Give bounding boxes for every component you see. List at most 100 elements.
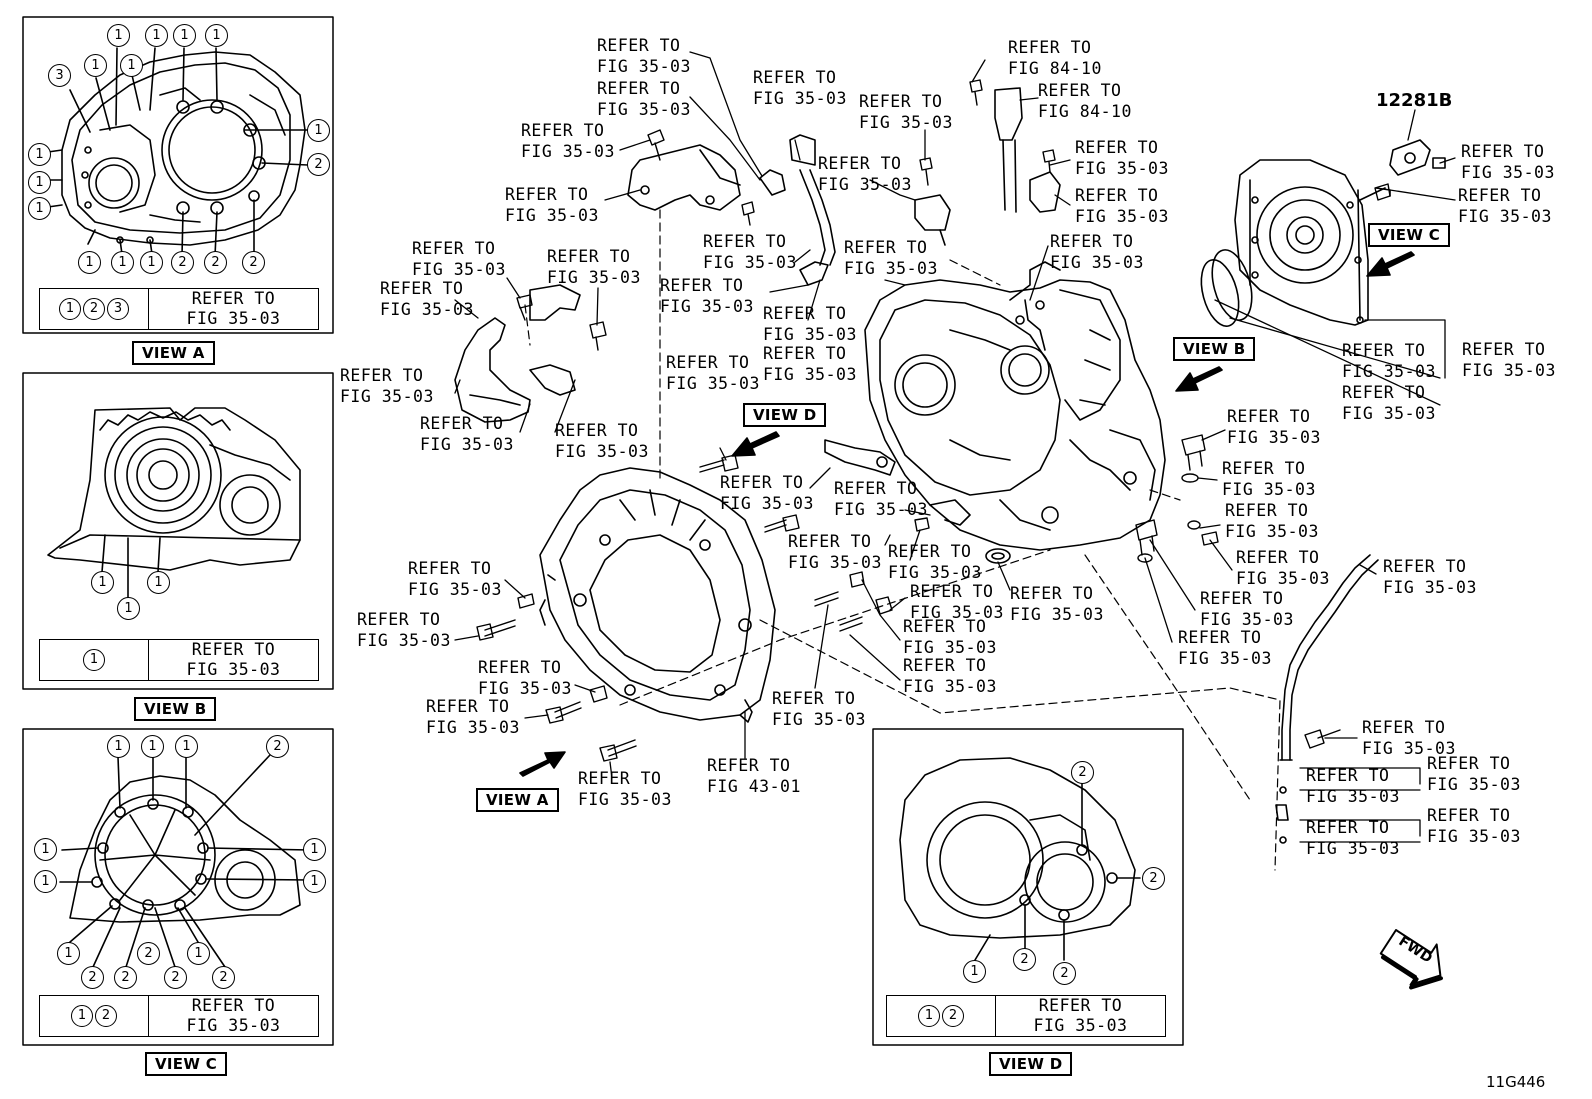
callout-line1: REFER TO — [1342, 341, 1426, 360]
callout-line2: FIG 35-03 — [1075, 207, 1169, 226]
callout-line1: REFER TO — [340, 366, 424, 385]
callout-line2: FIG 35-03 — [1010, 605, 1104, 624]
refer-to-callout[interactable]: REFER TO FIG 35-03 — [703, 231, 797, 273]
part-number-12281b: 12281B — [1376, 90, 1453, 111]
reference-number-circle: 1 — [28, 171, 51, 194]
view-a-legend: 1 2 3 REFER TO FIG 35-03 — [39, 288, 319, 330]
legend-line1: REFER TO — [191, 640, 276, 659]
callout-line1: REFER TO — [1306, 818, 1390, 837]
callout-line2: FIG 35-03 — [1383, 578, 1477, 597]
legend-number: 1 — [59, 298, 81, 320]
reference-number-circle: 1 — [28, 143, 51, 166]
callout-line2: FIG 35-03 — [340, 387, 434, 406]
legend-number: 1 — [83, 649, 105, 671]
legend-line2: FIG 35-03 — [186, 660, 281, 679]
view-c-marker: VIEW C — [1368, 223, 1451, 247]
reference-number-circle: 2 — [242, 251, 265, 274]
view-b-marker: VIEW B — [1173, 337, 1256, 361]
legend-number: 3 — [107, 298, 129, 320]
reference-number-circle: 1 — [57, 942, 80, 965]
legend-number: 2 — [95, 1005, 117, 1027]
callout-line2: FIG 35-03 — [408, 580, 502, 599]
callout-line1: REFER TO — [597, 79, 681, 98]
callout-line1: REFER TO — [834, 479, 918, 498]
refer-to-callout[interactable]: REFER TO FIG 35-03 — [597, 78, 691, 120]
callout-line2: FIG 35-03 — [888, 563, 982, 582]
callout-line2: FIG 35-03 — [703, 253, 797, 272]
callout-line2: FIG 35-03 — [1225, 522, 1319, 541]
callout-line2: FIG 35-03 — [597, 100, 691, 119]
callout-line1: REFER TO — [818, 154, 902, 173]
callout-line2: FIG 35-03 — [1362, 739, 1456, 758]
view-a-marker: VIEW A — [476, 788, 559, 812]
legend-line1: REFER TO — [191, 289, 276, 308]
callout-line2: FIG 35-03 — [1427, 827, 1521, 846]
callout-line2: FIG 35-03 — [1427, 775, 1521, 794]
reference-number-circle: 2 — [1071, 761, 1094, 784]
callout-line1: REFER TO — [1383, 557, 1467, 576]
refer-to-callout[interactable]: REFER TO FIG 35-03 — [340, 365, 434, 407]
callout-line1: REFER TO — [426, 697, 510, 716]
callout-line1: REFER TO — [903, 617, 987, 636]
image-code: 11G446 — [1486, 1073, 1546, 1091]
callout-line1: REFER TO — [859, 92, 943, 111]
callout-line1: REFER TO — [703, 232, 787, 251]
callout-line2: FIG 35-03 — [478, 679, 572, 698]
callout-line2: FIG 35-03 — [1178, 649, 1272, 668]
legend-line1: REFER TO — [1038, 996, 1123, 1015]
refer-to-callout[interactable]: REFER TO FIG 35-03 — [1383, 556, 1477, 598]
